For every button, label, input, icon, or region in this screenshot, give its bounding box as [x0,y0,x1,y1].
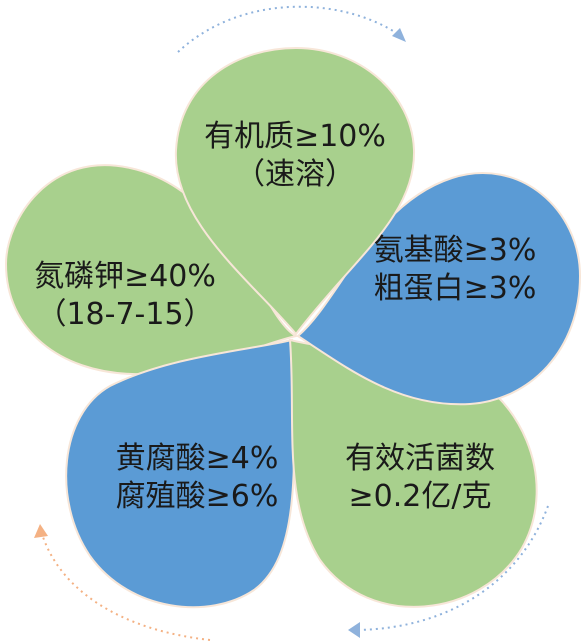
petal-right-line-1: 氨基酸≥3% [373,233,537,268]
petal-top [174,46,416,336]
petal-bottom-right-line-2: ≥0.2亿/克 [348,479,492,514]
petal-left-text: 氮磷钾≥40% （18-7-15） [10,258,240,334]
bottom-arc-arrow [357,505,549,631]
petal-top-line-2: （速溶） [235,157,355,192]
petal-bottom-left-text: 黄腐酸≥4% 腐殖酸≥6% [92,440,302,516]
petal-left-line-2: （18-7-15） [36,297,214,332]
left-arc-arrowhead-icon [34,524,48,538]
petal-bottom-left-line-2: 腐殖酸≥6% [115,479,279,514]
petal-right-line-2: 粗蛋白≥3% [373,271,537,306]
left-arc-arrow [41,533,211,641]
top-arc-arrow [177,5,399,53]
petal-top-text: 有机质≥10% （速溶） [190,118,400,194]
petal-right-text: 氨基酸≥3% 粗蛋白≥3% [360,232,550,308]
petal-left-line-1: 氮磷钾≥40% [34,259,216,294]
petal-bottom-right-text: 有效活菌数 ≥0.2亿/克 [320,440,520,516]
petal-bottom-left-line-1: 黄腐酸≥4% [115,441,279,476]
petal-bottom-left [65,338,296,609]
petal-bottom-right-line-1: 有效活菌数 [345,441,495,476]
petal-top-line-1: 有机质≥10% [204,119,386,154]
top-arc-arrowhead-icon [392,28,406,42]
bottom-arc-arrowhead-icon [348,622,360,638]
